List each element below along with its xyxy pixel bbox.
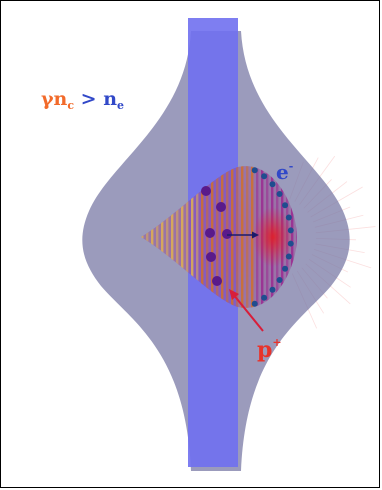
electron-dot <box>261 294 268 301</box>
proton-dot <box>216 202 226 212</box>
electron-dot <box>285 214 292 221</box>
proton-dot <box>201 186 211 196</box>
pulse-fringe <box>151 166 154 308</box>
pulse-fringe <box>246 166 249 308</box>
pulse-fringe <box>171 166 174 308</box>
pulse-fringe <box>236 166 239 308</box>
proton-dot <box>222 229 232 239</box>
electron-dot <box>276 191 283 198</box>
acceleration-arrowhead <box>252 231 259 239</box>
electron-dot <box>287 240 294 247</box>
electron-dot <box>282 202 289 209</box>
hot-spot <box>253 207 293 267</box>
pulse-fringe <box>196 166 199 308</box>
pulse-fringe <box>221 166 224 308</box>
pulse-fringe <box>191 166 194 308</box>
pulse-fringe <box>166 166 169 308</box>
electron-dot <box>276 276 283 283</box>
pulse-fringe <box>181 166 184 308</box>
proton-label: p+ <box>257 336 282 363</box>
pulse-fringe <box>156 166 159 308</box>
electron-dot <box>282 265 289 272</box>
proton-pointer-arrowhead <box>229 289 239 300</box>
pulse-fringe <box>186 166 189 308</box>
proton-pointer-arrow <box>232 293 264 332</box>
electron-dot <box>261 173 268 180</box>
electron-dot <box>251 167 258 174</box>
electron-label: e- <box>276 160 293 184</box>
pulse-fringe <box>176 166 179 308</box>
pulse-fringe <box>161 166 164 308</box>
pulse-fringe <box>216 166 219 308</box>
electron-layer <box>251 167 294 307</box>
proton-group <box>201 186 232 286</box>
electron-dot <box>269 181 276 188</box>
proton-dot <box>205 228 215 238</box>
pulse-fringe <box>141 166 144 308</box>
electron-dot <box>285 253 292 260</box>
electron-dot <box>251 300 258 307</box>
pulse-fringe <box>241 166 244 308</box>
pulse-fringe <box>296 166 297 308</box>
electron-dot <box>269 286 276 293</box>
proton-dot <box>206 252 216 262</box>
proton-dot <box>212 276 222 286</box>
pulse-fringe <box>201 166 204 308</box>
electron-dot <box>287 227 294 234</box>
density-condition-label: γnc > ne <box>41 88 124 112</box>
pulse-fringe <box>146 166 149 308</box>
pulse-fringe <box>231 166 234 308</box>
